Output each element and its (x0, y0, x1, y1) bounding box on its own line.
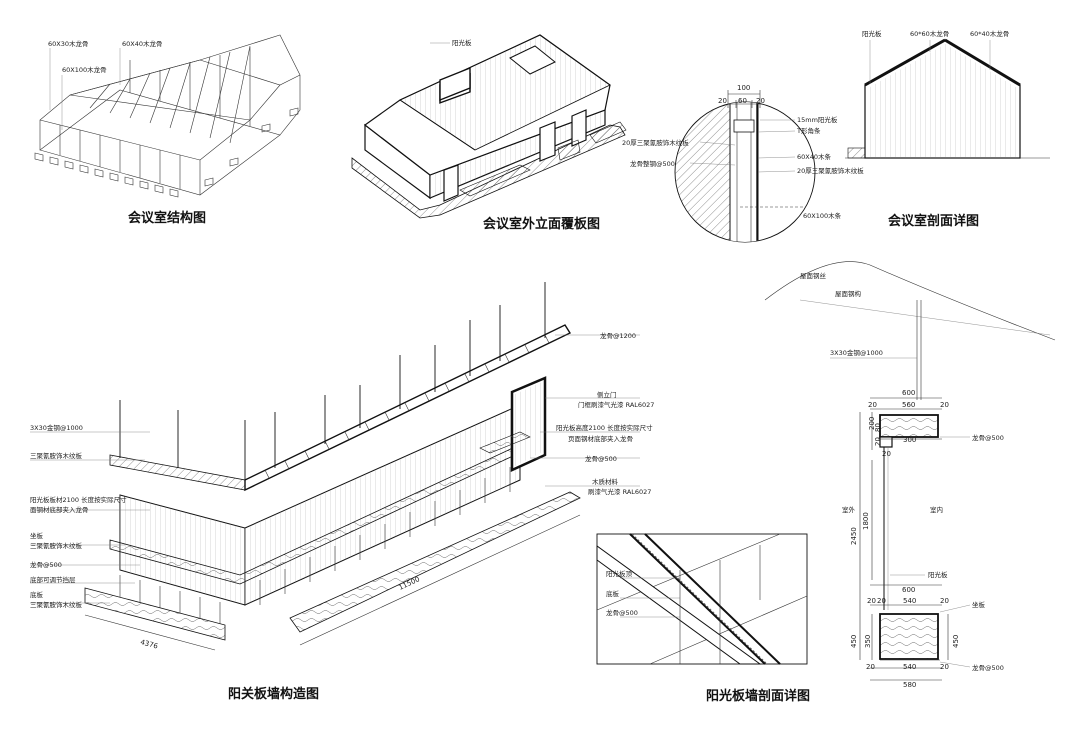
wall-label-keel: 龙骨@500 (30, 560, 62, 569)
elev-label-60x40: 60*40木龙骨 (970, 29, 1009, 38)
ws-dim-20-c: 20 (874, 437, 882, 446)
elev-label-sunboard: 阳光板 (862, 29, 882, 38)
wall-label-adjust: 底部可调节挡层 (30, 575, 76, 584)
ws-dim-80: 80 (874, 423, 882, 432)
ws-dim-20-e: 20 (867, 597, 876, 605)
wall-label-board-seat: 三聚氰胺饰木纹板 (30, 541, 83, 550)
ws-dim-560: 560 (902, 401, 915, 409)
ws-roof-wire: 屋面钢丝 (800, 271, 827, 280)
wall-label-door-paint: 门框刷漆气光漆 RAL6027 (578, 400, 654, 409)
dim-60: 60 (738, 97, 747, 105)
wall-label-keel-right: 龙骨@500 (585, 454, 617, 463)
dim-100: 100 (737, 84, 750, 92)
ws-dim-450-right: 450 (952, 635, 960, 648)
detail-note-60x100: 60X100木条 (803, 211, 842, 220)
elev-label-60x60: 60*60木龙骨 (910, 29, 949, 38)
wall-label-keel-1200: 龙骨@1200 (600, 331, 636, 340)
ws-dim-200: 200 (868, 417, 876, 430)
ws-dim-20-d: 20 (882, 450, 891, 458)
dim-20-right: 20 (756, 97, 765, 105)
ws-dim-20-g: 20 (940, 597, 949, 605)
ws-dim-20-f: 20 (877, 597, 886, 605)
ws-dim-20-b: 20 (940, 401, 949, 409)
ws-keel-top: 龙骨@500 (972, 433, 1004, 442)
wall-label-sunboard-note: 面钢材底部夹入龙骨 (30, 505, 89, 514)
cladding-label-sunboard: 阳光板 (452, 38, 472, 47)
ws-dim-540-bot: 540 (903, 663, 916, 671)
detail-note-t-strip: T形角条 (796, 126, 821, 135)
wall-section-detail: 屋面钢丝 屋面钢构 3X30金钢@1000 600 20 (764, 261, 1056, 689)
detail-note-board-left: 20厚三聚氰胺饰木纹板 (622, 138, 689, 147)
wall-label-sunboard-right-note: 页面钢材底部夹入龙骨 (568, 434, 633, 443)
wall-label-sunboard: 阳光板板材2100 长度按实际尺寸 (30, 495, 127, 504)
zoom-label-keel: 龙骨@500 (606, 608, 638, 617)
detail-note-keel: 龙骨整钢@500 (630, 159, 675, 168)
caption-structure: 会议室结构图 (128, 210, 206, 226)
caption-wall-section: 阳光板墙剖面详图 (706, 688, 810, 704)
ws-keel-bottom: 龙骨@500 (972, 663, 1004, 672)
ws-dim-20-i: 20 (940, 663, 949, 671)
detail-note-board-right: 20厚三聚氰胺饰木纹板 (797, 166, 864, 175)
section-elevation: 阳光板 60*60木龙骨 60*40木龙骨 会议室剖面详图 (845, 29, 1050, 229)
zoom-label-top: 阳光板顶 (606, 569, 633, 578)
ws-dim-600-bot: 600 (902, 586, 915, 594)
ws-seat: 坐板 (972, 600, 986, 609)
structure-label-60x40: 60X40木龙骨 (122, 39, 163, 48)
caption-cladding: 会议室外立面覆板图 (483, 216, 600, 232)
ws-sunboard: 阳光板 (928, 570, 948, 579)
wall-label-board-base: 三聚氰胺饰木纹板 (30, 600, 83, 609)
wall-label-base: 底板 (30, 590, 44, 599)
ws-dim-300: 300 (903, 436, 916, 444)
wall-label-seat: 坐板 (30, 531, 44, 540)
ws-dim-2450: 2450 (850, 527, 858, 545)
structure-label-60x100: 60X100木龙骨 (62, 65, 107, 74)
cladding-diagram: 阳光板 会议室外立面覆板图 (351, 34, 627, 232)
ws-dim-20-a: 20 (868, 401, 877, 409)
wall-construction-diagram: 4376 11500 3X30金钢@1000 三聚氰胺饰木纹板 阳光板板材210… (30, 282, 654, 702)
ws-inside: 室内 (930, 505, 943, 514)
ws-dim-600-top: 600 (902, 389, 915, 397)
caption-wall-construction: 阳关板墙构造图 (228, 686, 319, 702)
wall-label-wood: 木质材料 (592, 477, 619, 486)
wall-label-side-door: 侧立门 (597, 390, 617, 399)
ws-dim-450-left: 450 (850, 635, 858, 648)
wall-label-steel: 3X30金钢@1000 (30, 423, 83, 432)
ws-dim-580: 580 (903, 681, 916, 689)
detail-note-sunboard: 15mm阳光板 (797, 115, 838, 124)
caption-section: 会议室剖面详图 (888, 213, 979, 229)
ws-steel: 3X30金钢@1000 (830, 348, 883, 357)
detail-note-60x40: 60X40木条 (797, 152, 831, 161)
section-detail: 100 20 60 20 15mm阳光板 T形角条 20厚三聚氰胺饰木纹板 60… (622, 84, 864, 243)
ws-dim-350: 350 (864, 635, 872, 648)
wall-label-board-top: 三聚氰胺饰木纹板 (30, 451, 83, 460)
dim-4376: 4376 (139, 638, 159, 650)
ws-dim-1800: 1800 (862, 512, 870, 530)
ws-dim-540-top: 540 (903, 597, 916, 605)
dim-20-left: 20 (718, 97, 727, 105)
ws-dim-20-h: 20 (866, 663, 875, 671)
wall-label-paint-right: 刷漆气光漆 RAL6027 (588, 487, 651, 496)
zoom-label-base: 底板 (606, 589, 620, 598)
zoom-detail: 阳光板顶 底板 龙骨@500 阳光板墙剖面详图 (596, 533, 810, 704)
structure-label-60x30: 60X30木龙骨 (48, 39, 89, 48)
ws-outside: 室外 (842, 505, 856, 514)
ws-roof-steel: 屋面钢构 (835, 289, 862, 298)
wall-label-sunboard-right: 阳光板高度2100 长度按实际尺寸 (556, 423, 653, 432)
structure-diagram: 60X30木龙骨 60X100木龙骨 60X40木龙骨 会议室结构图 (34, 34, 301, 226)
